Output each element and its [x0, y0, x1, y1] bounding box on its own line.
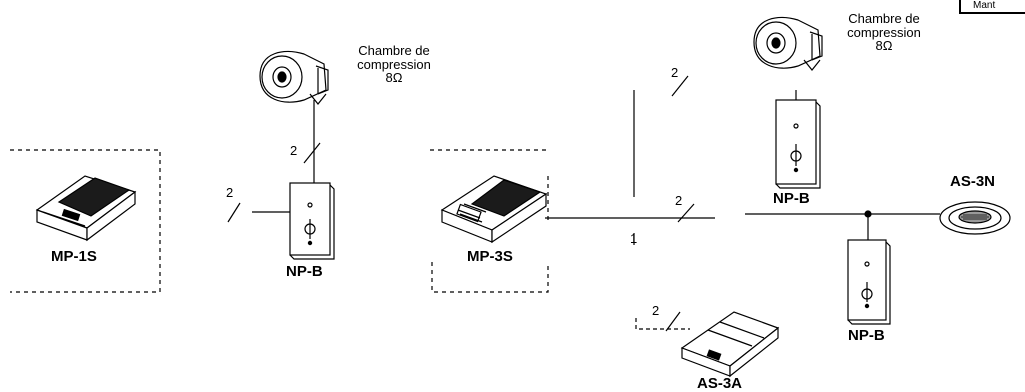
speaker-left-line2: compression — [357, 56, 431, 72]
as3a-label: AS-3A — [697, 375, 743, 392]
junction-dot — [864, 210, 872, 218]
speaker-right-line2: compression — [847, 24, 921, 40]
speaker-left-line1: Chambre de — [358, 43, 430, 58]
as3n-ceiling-speaker — [939, 201, 1011, 235]
npb-top-right-label: NP-B — [773, 190, 810, 207]
npb-bottom-right-label: NP-B — [848, 327, 885, 344]
corner-tab: Mant — [959, 0, 1025, 14]
speaker-left-annotation: Chambre de compression 8Ω — [336, 44, 452, 85]
wire-count-main-line: 2 — [675, 193, 683, 208]
wire-count-junction: 1 — [630, 231, 638, 246]
npb-left-label: NP-B — [286, 263, 323, 280]
wire-count-top-vertical: 2 — [671, 65, 679, 80]
npb-plate-left — [289, 182, 335, 260]
horn-speaker-left — [259, 50, 329, 105]
speaker-left-line3: 8Ω — [385, 70, 403, 86]
wire-count-speaker-left: 2 — [290, 143, 298, 158]
mp3s-zone-boundary — [430, 149, 549, 293]
speaker-right-line3: 8Ω — [875, 38, 893, 54]
npb-plate-top-right — [775, 99, 821, 189]
mp3s-device — [440, 175, 548, 244]
speaker-right-annotation: Chambre de compression 8Ω — [826, 12, 942, 53]
mp1s-label: MP-1S — [51, 248, 97, 265]
wire-as3a — [635, 318, 690, 330]
mp3s-label: MP-3S — [467, 248, 513, 265]
npb-plate-bottom-right — [847, 239, 891, 325]
speaker-right-line1: Chambre de — [848, 11, 920, 26]
wiring — [227, 75, 940, 332]
as3a-device — [680, 311, 780, 378]
horn-speaker-right — [753, 16, 823, 71]
wire-count-mp1s: 2 — [226, 185, 234, 200]
as3n-label: AS-3N — [950, 173, 996, 190]
wire-count-as3a: 2 — [652, 303, 660, 318]
mp1s-zone-boundary — [10, 149, 161, 293]
mp1s-device — [35, 175, 137, 242]
